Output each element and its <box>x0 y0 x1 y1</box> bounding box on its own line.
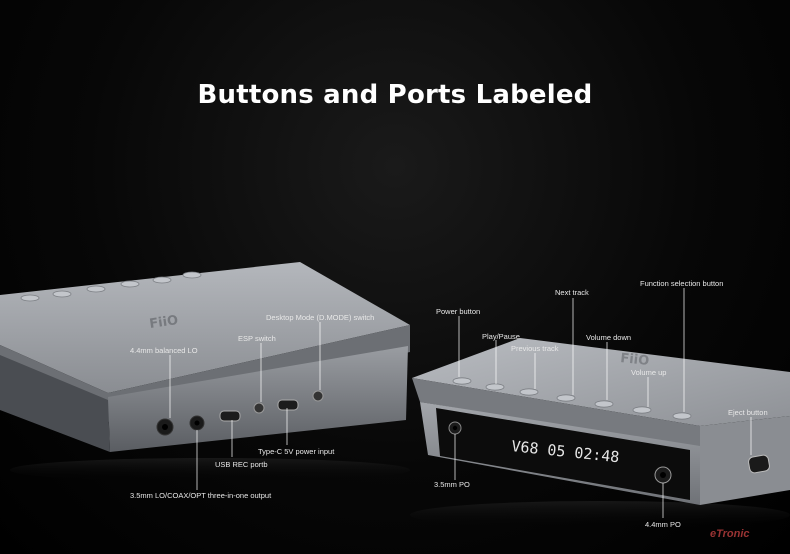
label-usb-rec: USB REC portb <box>215 460 268 469</box>
desktop-mode-switch <box>312 390 324 402</box>
type-c-port <box>277 399 299 411</box>
right-brand-mark: FiiO <box>620 351 650 369</box>
label-next-track: Next track <box>555 288 589 297</box>
usb-rec-port <box>219 410 241 422</box>
right-device: FiiO V68 05 02:48 <box>412 338 790 505</box>
label-eject-button: Eject button <box>728 408 768 417</box>
right-device-top <box>412 338 790 426</box>
watermark: eTronic <box>710 528 750 540</box>
label-po-35: 3.5mm PO <box>434 480 470 489</box>
label-power-button: Power button <box>436 307 481 316</box>
label-play-pause: Play/Pause <box>482 332 520 341</box>
leader-lines <box>169 288 752 518</box>
left-brand-mark: FiiO <box>148 313 179 332</box>
left-device-top <box>0 262 410 393</box>
left-device-rear-panel <box>108 346 408 452</box>
left-device-side <box>0 355 110 452</box>
left-device-reflection <box>10 458 410 482</box>
label-volume-down: Volume down <box>586 333 632 342</box>
label-type-c: Type-C 5V power input <box>258 447 335 456</box>
front-panel-glass <box>436 408 690 500</box>
label-function-button: Function selection button <box>640 279 724 288</box>
right-device-side <box>700 416 790 505</box>
label-po-44: 4.4mm PO <box>645 520 681 529</box>
label-balanced-lo: 4.4mm balanced LO <box>130 346 198 355</box>
label-three-in-one: 3.5mm LO/COAX/OPT three-in-one output <box>130 491 272 500</box>
eject-button <box>748 454 770 474</box>
label-volume-up: Volume up <box>631 368 667 377</box>
label-previous-track: Previous track <box>511 344 559 353</box>
label-esp-switch: ESP switch <box>238 334 276 343</box>
right-device-reflection <box>410 501 790 529</box>
page-title: Buttons and Ports Labeled <box>197 80 593 110</box>
label-desktop-mode: Desktop Mode (D.MODE) switch <box>266 313 375 322</box>
right-device-bezel <box>412 378 700 448</box>
left-device: FiiO <box>0 262 410 452</box>
esp-switch <box>253 402 265 414</box>
